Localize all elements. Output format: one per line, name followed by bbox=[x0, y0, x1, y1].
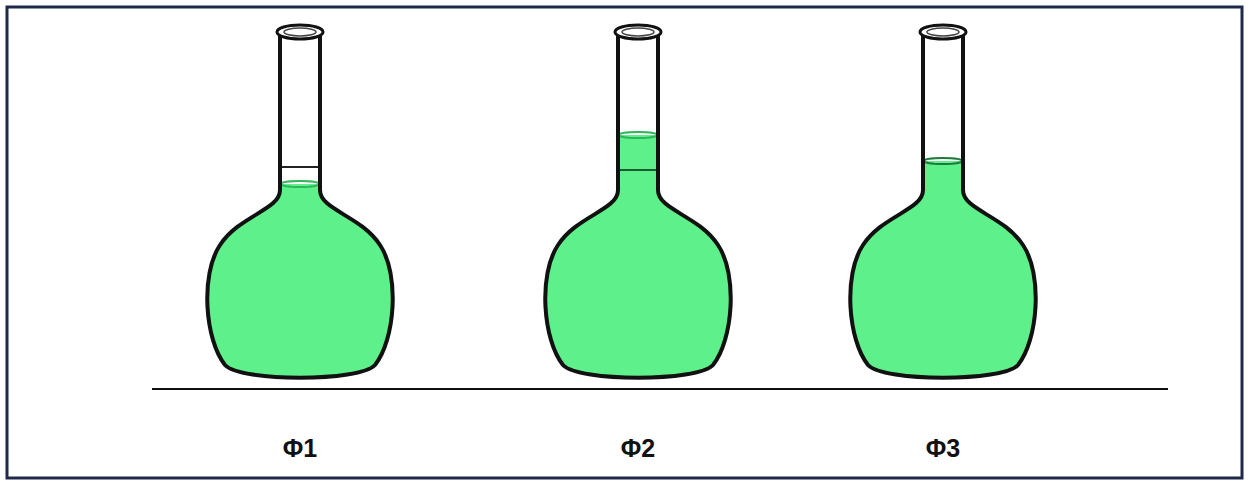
flask-label: Φ2 bbox=[621, 433, 655, 463]
baseline bbox=[152, 388, 1168, 390]
frame bbox=[7, 7, 1242, 478]
flask bbox=[823, 25, 1063, 406]
flask-label: Φ3 bbox=[926, 433, 960, 463]
flask-label: Φ1 bbox=[283, 433, 317, 463]
flask bbox=[518, 25, 758, 405]
flask bbox=[180, 25, 420, 404]
